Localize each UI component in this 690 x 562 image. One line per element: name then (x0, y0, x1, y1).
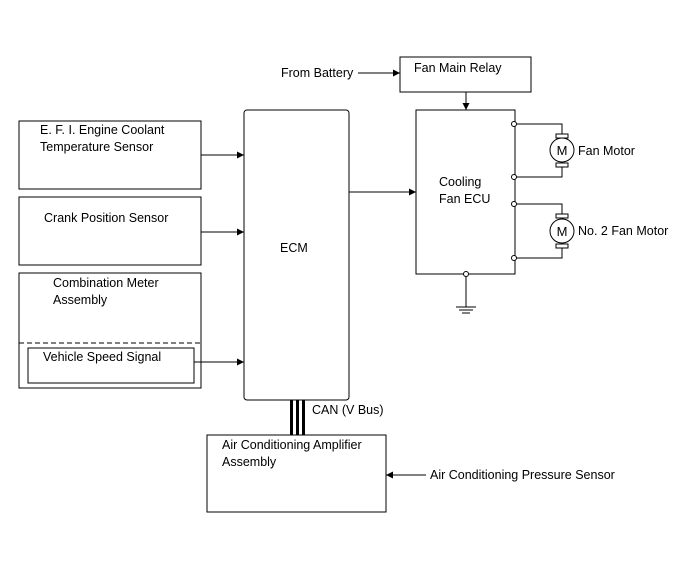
cooling-fan-ecu-block: Cooling Fan ECU (415, 109, 516, 275)
fan-main-relay-block: Fan Main Relay (399, 56, 532, 93)
can-bus-connection: CAN (V Bus) (290, 400, 384, 435)
fan-motor-symbol-letter: M (557, 143, 568, 158)
ac-pressure-sensor-label: Air Conditioning Pressure Sensor (430, 468, 615, 482)
efi-coolant-temp-sensor-block: E. F. I. Engine Coolant Temperature Sens… (18, 120, 202, 190)
fan-motor-label: Fan Motor (578, 144, 635, 158)
from-battery-label: From Battery (281, 66, 354, 80)
cooling-fan-ecu-label-line2: Fan ECU (439, 192, 490, 206)
crank-position-sensor-block: Crank Position Sensor (18, 196, 202, 266)
fan-motor-2-label: No. 2 Fan Motor (578, 224, 668, 238)
combination-meter-block: Combination Meter Assembly Vehicle Speed… (18, 272, 202, 389)
combination-meter-label-line1: Combination Meter (53, 276, 159, 290)
efi-sensor-label-line2: Temperature Sensor (40, 140, 153, 154)
vehicle-speed-signal-label: Vehicle Speed Signal (43, 350, 161, 364)
fan-motor-2-symbol (549, 218, 575, 244)
efi-sensor-label-line1: E. F. I. Engine Coolant (40, 123, 165, 137)
ground-icon (456, 271, 476, 314)
fan-main-relay-label: Fan Main Relay (414, 61, 502, 75)
ecm-block: ECM (243, 109, 350, 401)
crank-sensor-label: Crank Position Sensor (44, 211, 168, 225)
ac-amplifier-block: Air Conditioning Amplifier Assembly (206, 434, 387, 513)
fan-motor-2-symbol-letter: M (557, 224, 568, 239)
fan-motor-symbol (549, 137, 575, 163)
fan-motor-2-circuit: M No. 2 Fan Motor (511, 201, 668, 261)
fan-motor-circuit: M Fan Motor (511, 121, 635, 180)
combination-meter-label-line2: Assembly (53, 293, 108, 307)
ecm-label: ECM (280, 241, 308, 255)
vehicle-speed-signal-block (27, 347, 195, 384)
cooling-fan-ecu-label-line1: Cooling (439, 175, 481, 189)
ac-amplifier-label-line1: Air Conditioning Amplifier (222, 438, 362, 452)
can-bus-label: CAN (V Bus) (312, 403, 384, 417)
ac-amplifier-label-line2: Assembly (222, 455, 277, 469)
